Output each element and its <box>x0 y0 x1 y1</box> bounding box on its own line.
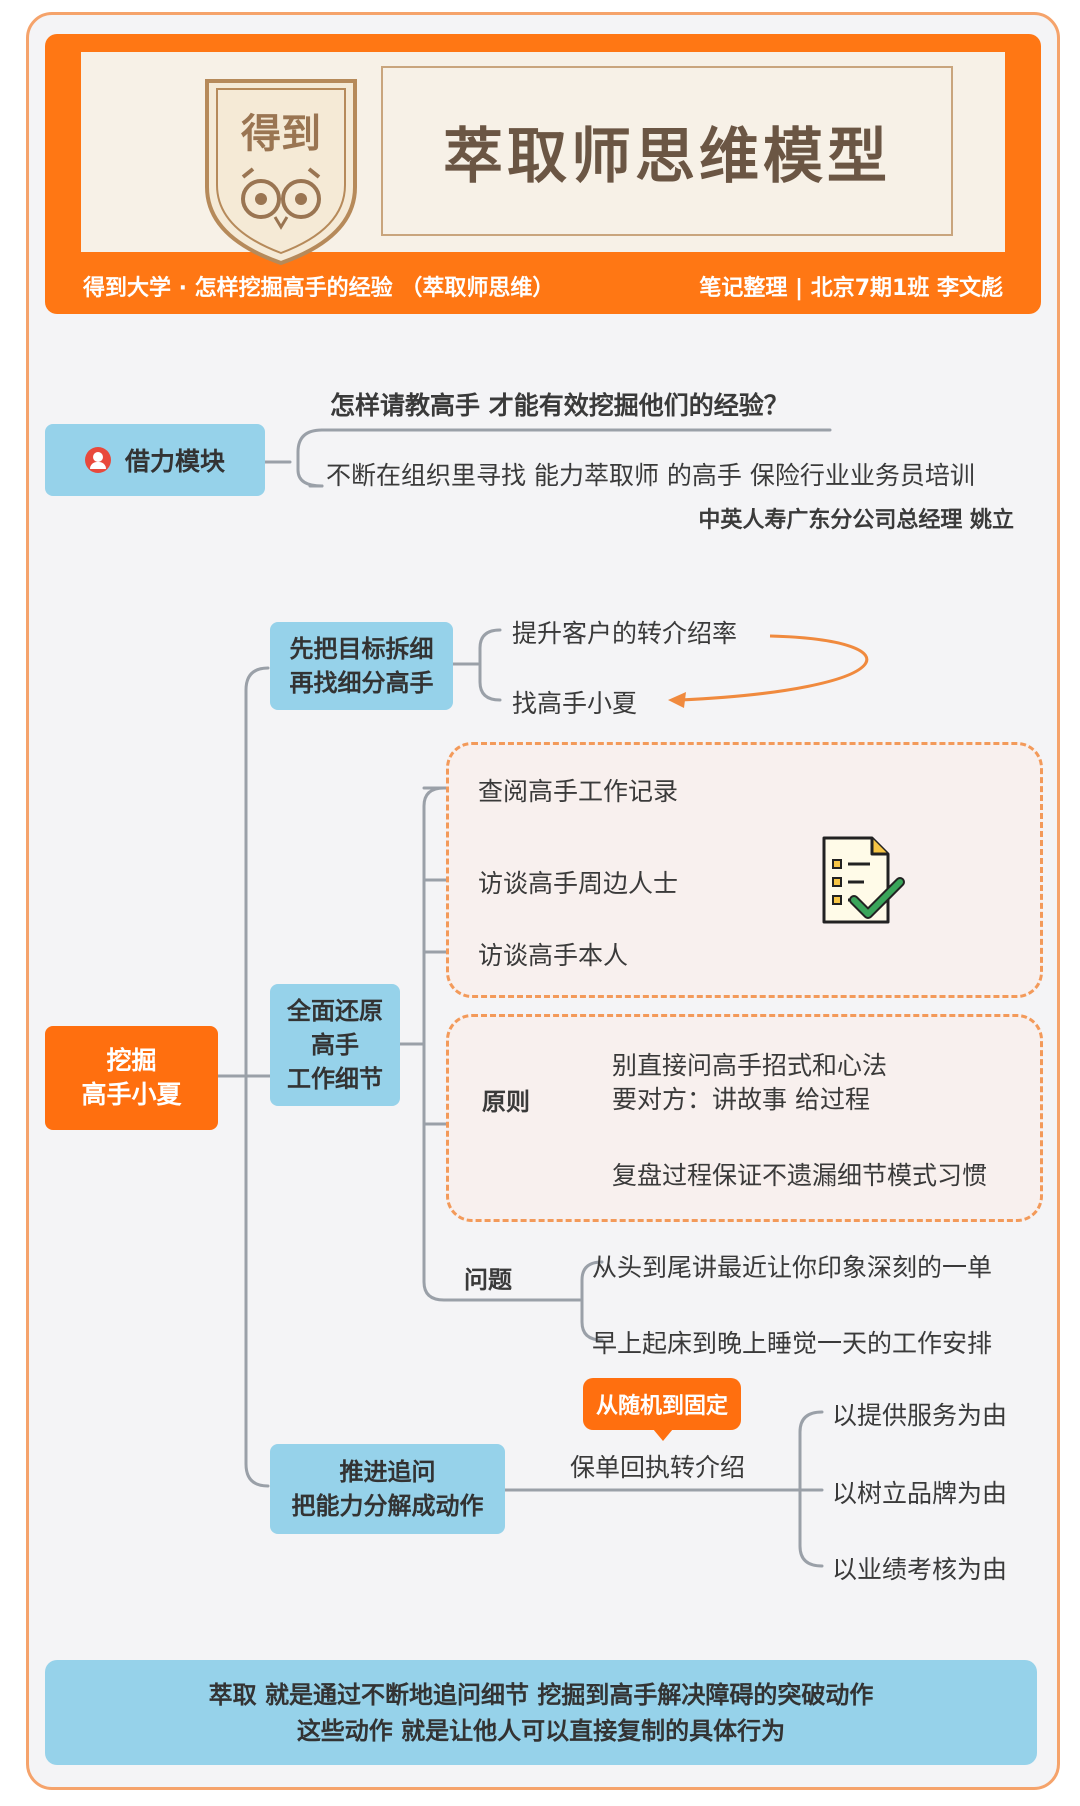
method-item: 访谈高手周边人士 <box>478 869 679 898</box>
root-node: 挖掘 高手小夏 <box>45 1026 218 1130</box>
module-attribution: 中英人寿广东分公司总经理 姚立 <box>698 508 1014 533</box>
question-label: 问题 <box>464 1266 512 1294</box>
branch1-line-2: 再找细分高手 <box>289 669 434 697</box>
principle-item: 复盘过程保证不遗漏细节模式习惯 <box>612 1161 988 1190</box>
header-banner: 得到 萃取师思维模型 得到大学 · 怎样挖掘高手的经验 （萃取师思维） 笔记整理… <box>45 34 1041 314</box>
branch3-line-2: 把能力分解成动作 <box>291 1492 484 1520</box>
branch2-line-2: 高手 <box>311 1031 359 1059</box>
reason-item: 以业绩考核为由 <box>832 1555 1008 1584</box>
course-caption: 得到大学 · 怎样挖掘高手的经验 （萃取师思维） <box>83 276 555 301</box>
module-question: 怎样请教高手 才能有效挖掘他们的经验？ <box>330 391 789 420</box>
principles-box <box>446 1014 1043 1222</box>
module-label: 借力模块 <box>124 447 225 476</box>
methods-box <box>446 742 1043 998</box>
logo-text: 得到 <box>241 110 321 157</box>
principle-label: 原则 <box>482 1088 530 1116</box>
branch2-line-3: 工作细节 <box>287 1065 383 1093</box>
method-item: 查阅高手工作记录 <box>478 777 679 806</box>
root-line-2: 高手小夏 <box>81 1080 182 1109</box>
branch1-line-1: 先把目标拆细 <box>289 635 434 663</box>
branch-restore-details: 全面还原 高手 工作细节 <box>270 984 400 1106</box>
summary-footer: 萃取 就是通过不断地追问细节 挖掘到高手解决障碍的突破动作 这些动作 就是让他人… <box>45 1660 1037 1765</box>
branch3-middle: 保单回执转介绍 <box>570 1453 746 1482</box>
summary-line-1: 萃取 就是通过不断地追问细节 挖掘到高手解决障碍的突破动作 <box>208 1680 874 1709</box>
branch2-line-1: 全面还原 <box>287 997 383 1025</box>
branch3-line-1: 推进追问 <box>339 1458 436 1486</box>
root-line-1: 挖掘 <box>106 1046 157 1075</box>
page-title: 萃取师思维模型 <box>443 121 891 192</box>
branch-split-goal: 先把目标拆细 再找细分高手 <box>270 622 453 710</box>
reason-item: 以提供服务为由 <box>832 1401 1008 1430</box>
reason-item: 以树立品牌为由 <box>832 1479 1008 1508</box>
owl-shield-logo: 得到 <box>205 79 357 266</box>
method-item: 访谈高手本人 <box>478 941 629 970</box>
module-node: 借力模块 <box>45 424 265 496</box>
header-inner: 得到 萃取师思维模型 <box>81 52 1005 266</box>
branch-push-questions: 推进追问 把能力分解成动作 <box>270 1444 505 1534</box>
principle-item: 别直接问高手招式和心法 <box>612 1051 888 1080</box>
question-item: 从头到尾讲最近让你印象深刻的一单 <box>592 1253 993 1282</box>
user-icon <box>84 447 111 473</box>
title-frame: 萃取师思维模型 <box>381 66 953 236</box>
author-caption: 笔记整理 | 北京7期1班 李文彪 <box>699 276 1003 301</box>
branch1-item: 找高手小夏 <box>512 689 638 718</box>
random-to-fixed-tag: 从随机到固定 <box>583 1378 741 1441</box>
principle-item: 要对方：讲故事 给过程 <box>612 1085 870 1114</box>
summary-line-2: 这些动作 就是让他人可以直接复制的具体行为 <box>296 1716 786 1745</box>
question-item: 早上起床到晚上睡觉一天的工作安排 <box>592 1329 993 1358</box>
branch1-item: 提升客户的转介绍率 <box>512 619 738 648</box>
checklist-icon <box>822 836 905 924</box>
module-statement: 不断在组织里寻找 能力萃取师 的高手 保险行业业务员培训 <box>326 461 975 490</box>
